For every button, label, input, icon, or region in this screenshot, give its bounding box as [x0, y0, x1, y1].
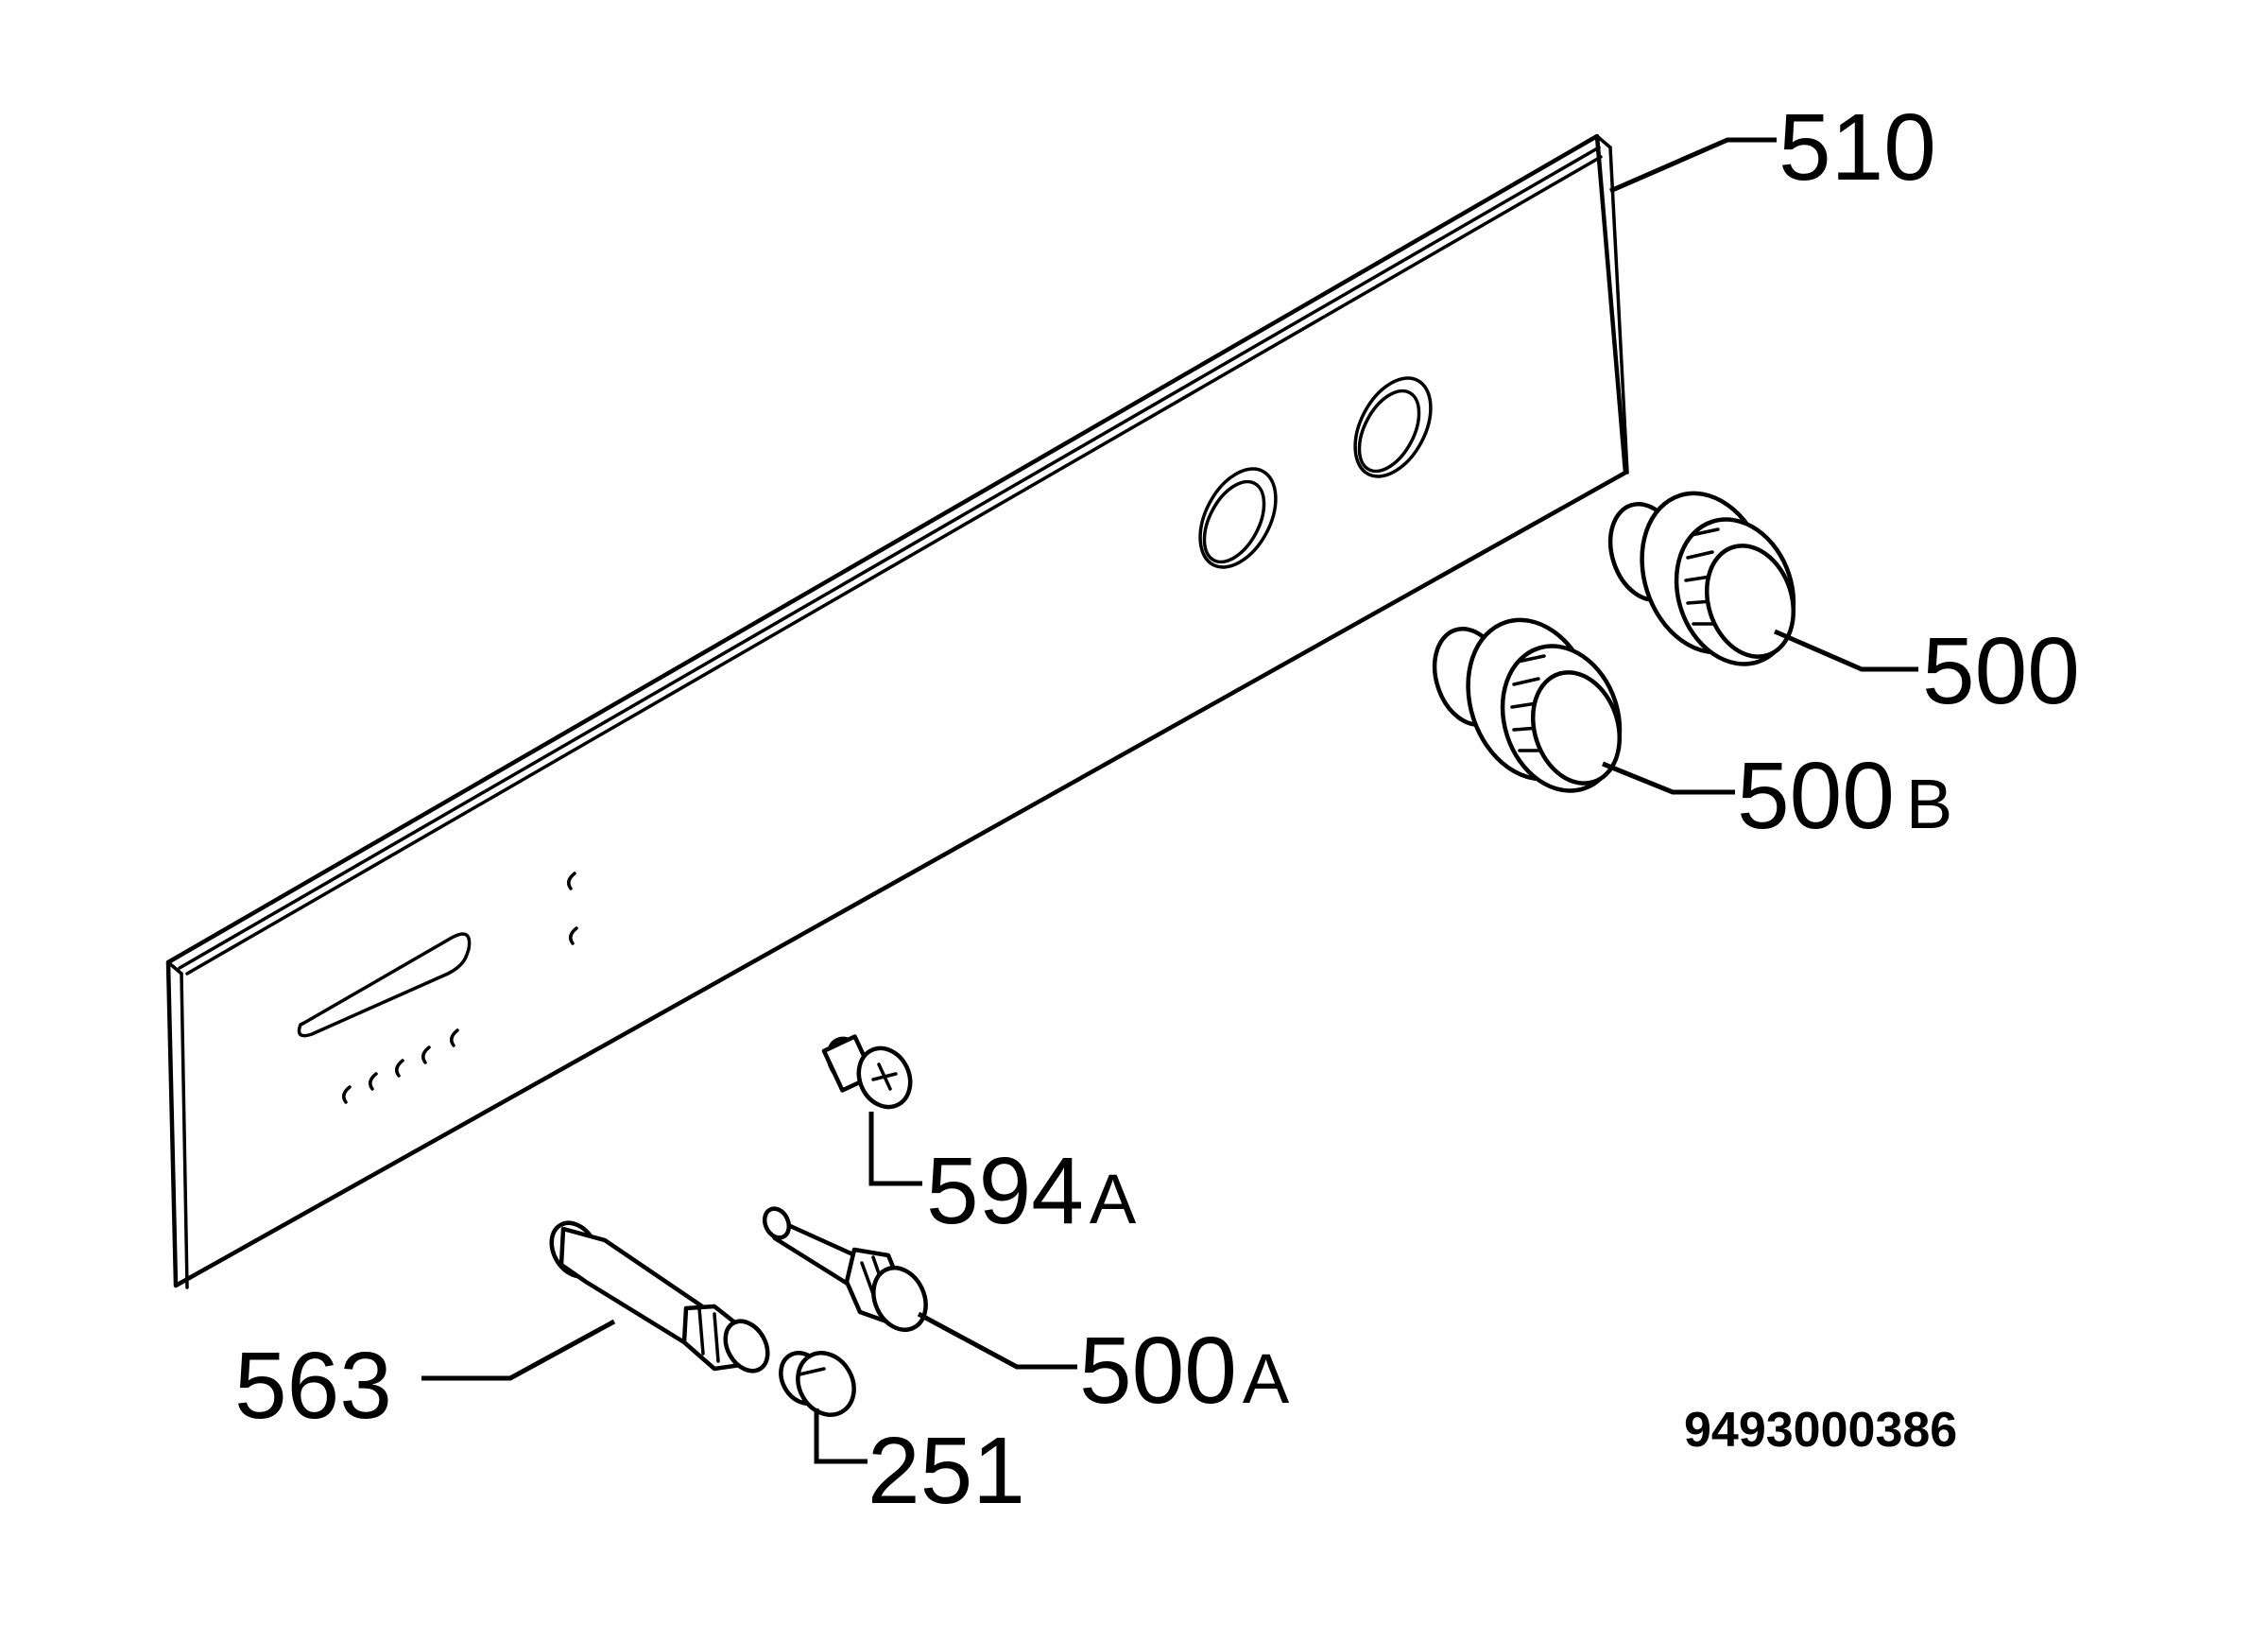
- label-500a: 500A: [1079, 1318, 1290, 1424]
- leader-563: [421, 1319, 616, 1381]
- knob-500: [1607, 491, 1796, 666]
- screw-594a: [821, 1034, 913, 1110]
- knob-hole-right: [1353, 376, 1433, 478]
- leader-510: [1609, 137, 1777, 194]
- leader-500a: [917, 1311, 1077, 1370]
- leader-594a: [868, 1112, 922, 1186]
- label-500b-suffix: B: [1906, 765, 1952, 843]
- knob-500b: [1432, 617, 1623, 793]
- label-594a: 594A: [926, 1138, 1137, 1244]
- label-500b-num: 500: [1737, 743, 1895, 849]
- label-251: 251: [868, 1418, 1025, 1524]
- leader-251: [814, 1408, 868, 1464]
- label-500a-num: 500: [1079, 1318, 1237, 1424]
- leader-500b: [1602, 761, 1735, 795]
- document-number: 9493000386: [1684, 1403, 1957, 1458]
- label-594a-suffix: A: [1090, 1160, 1137, 1238]
- label-500a-suffix: A: [1243, 1339, 1290, 1418]
- leader-500: [1774, 629, 1918, 672]
- spindle-563: [549, 1220, 770, 1373]
- label-594a-num: 594: [926, 1138, 1084, 1244]
- knob-hole-left: [1198, 467, 1278, 569]
- label-500: 500: [1922, 618, 2080, 724]
- small-knob-500a: [762, 1206, 928, 1332]
- label-510: 510: [1778, 95, 1936, 200]
- label-563: 563: [234, 1333, 392, 1439]
- button-holes: [342, 872, 578, 1104]
- cap-251: [779, 1351, 856, 1417]
- control-panel-510: [165, 133, 1629, 1289]
- display-window: [297, 932, 472, 1038]
